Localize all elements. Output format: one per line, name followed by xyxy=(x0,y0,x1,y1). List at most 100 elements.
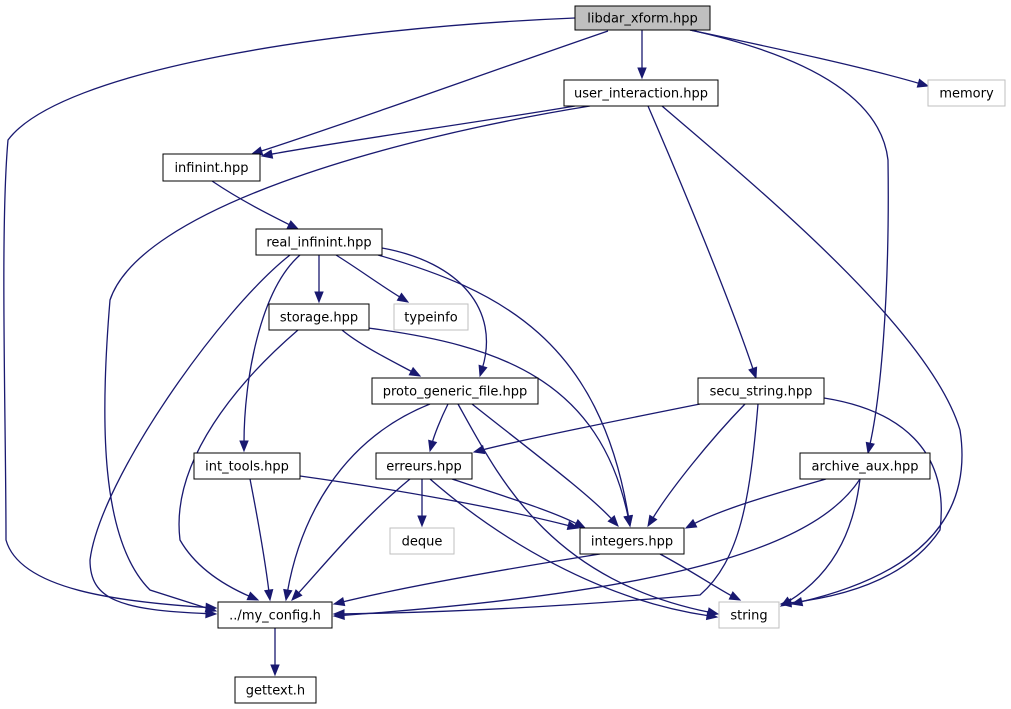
node-label: ../my_config.h xyxy=(229,609,321,624)
edge-libdar_xform-to-user_interaction xyxy=(637,30,647,80)
edge-real_infinint-to-typeinfo xyxy=(335,254,410,303)
edge-line xyxy=(299,475,571,527)
arrowhead-icon xyxy=(865,441,875,455)
node-label: string xyxy=(730,609,767,624)
node-label: gettext.h xyxy=(246,684,305,699)
edge-line xyxy=(451,478,579,525)
arrowhead-icon xyxy=(684,518,698,529)
arrowhead-icon xyxy=(705,610,719,621)
node-proto-generic-file[interactable]: proto_generic_file.hpp xyxy=(371,377,539,405)
arrowhead-icon xyxy=(417,515,427,528)
node-user-interaction[interactable]: user_interaction.hpp xyxy=(563,79,719,107)
edge-proto_generic_file-to-integers xyxy=(471,403,619,527)
edge-line xyxy=(457,403,711,614)
edge-line xyxy=(471,403,614,521)
edge-line xyxy=(269,105,576,156)
edge-proto_generic_file-to-my_config xyxy=(283,403,431,602)
edge-line xyxy=(689,29,889,446)
edge-line xyxy=(377,254,630,519)
arrowhead-icon xyxy=(428,439,438,453)
arrowhead-icon xyxy=(478,364,488,378)
node-libdar-xform[interactable]: libdar_xform.hpp xyxy=(574,5,711,31)
edge-my_config-to-gettext xyxy=(270,627,280,677)
edge-line xyxy=(335,254,402,299)
arrowhead-icon xyxy=(623,514,633,528)
arrowhead-icon xyxy=(728,591,742,601)
node-box xyxy=(255,228,383,256)
edge-line xyxy=(381,247,488,369)
edge-erreurs-to-integers xyxy=(451,478,587,529)
node-string: string xyxy=(718,601,780,629)
edge-line xyxy=(341,403,759,615)
node-box xyxy=(371,377,539,405)
edge-line xyxy=(429,478,710,617)
edge-line xyxy=(787,478,861,603)
edge-proto_generic_file-to-erreurs xyxy=(428,403,449,453)
edge-storage-to-proto_generic_file xyxy=(341,329,422,377)
edge-line xyxy=(243,254,301,444)
edge-line xyxy=(647,105,755,371)
arrowhead-icon xyxy=(264,589,274,602)
node-erreurs[interactable]: erreurs.hpp xyxy=(375,452,473,480)
edge-line xyxy=(481,403,701,451)
node-box xyxy=(697,377,825,405)
node-integers[interactable]: integers.hpp xyxy=(579,527,685,555)
edge-integers-to-my_config xyxy=(332,553,601,607)
edge-integers-to-string xyxy=(659,553,742,601)
arrowhead-icon xyxy=(748,366,758,380)
node-real-infinint[interactable]: real_infinint.hpp xyxy=(255,228,383,256)
arrowhead-icon xyxy=(270,664,280,677)
arrowhead-icon xyxy=(314,291,324,304)
edge-line xyxy=(659,553,734,598)
node-box xyxy=(217,601,333,629)
node-int-tools[interactable]: int_tools.hpp xyxy=(193,452,301,480)
arrowhead-icon xyxy=(916,78,930,88)
arrowhead-icon xyxy=(332,610,345,621)
node-box xyxy=(579,527,685,555)
edge-real_infinint-to-int_tools xyxy=(239,254,301,453)
edge-line xyxy=(341,553,601,603)
arrowhead-icon xyxy=(205,608,218,619)
edge-proto_generic_file-to-string xyxy=(457,403,720,617)
node-infinint[interactable]: infinint.hpp xyxy=(162,153,261,182)
node-box xyxy=(393,303,469,331)
arrowhead-icon xyxy=(246,591,260,601)
edge-line xyxy=(296,478,411,595)
node-label: deque xyxy=(402,535,443,550)
arrowhead-icon xyxy=(332,596,346,607)
arrowhead-icon xyxy=(283,588,293,602)
edge-erreurs-to-my_config xyxy=(291,478,411,601)
node-box xyxy=(927,79,1006,107)
edge-line xyxy=(788,397,942,604)
node-box xyxy=(375,452,473,480)
node-typeinfo: typeinfo xyxy=(393,303,469,331)
node-box xyxy=(193,452,301,480)
node-storage[interactable]: storage.hpp xyxy=(268,303,370,331)
node-archive-aux[interactable]: archive_aux.hpp xyxy=(799,452,931,480)
edge-line xyxy=(661,105,963,603)
edge-archive_aux-to-my_config xyxy=(332,478,861,621)
node-label: real_infinint.hpp xyxy=(266,236,371,251)
edge-erreurs-to-string xyxy=(429,478,719,621)
arrowhead-icon xyxy=(239,440,249,453)
node-my-config[interactable]: ../my_config.h xyxy=(217,601,333,629)
arrowhead-icon xyxy=(573,519,587,529)
edge-storage-to-my_config xyxy=(178,329,299,601)
node-label: int_tools.hpp xyxy=(205,460,289,475)
node-secu-string[interactable]: secu_string.hpp xyxy=(697,377,825,405)
arrowhead-icon xyxy=(260,149,274,159)
arrowhead-icon xyxy=(779,596,793,607)
edge-line xyxy=(651,403,746,520)
edge-secu_string-to-integers xyxy=(647,403,746,528)
node-gettext[interactable]: gettext.h xyxy=(234,676,317,704)
node-label: user_interaction.hpp xyxy=(574,87,708,102)
node-box xyxy=(162,153,261,182)
node-box xyxy=(799,452,931,480)
edge-line xyxy=(692,478,827,525)
node-box xyxy=(718,601,780,629)
edge-secu_string-to-erreurs xyxy=(472,403,701,455)
node-label: secu_string.hpp xyxy=(710,385,813,400)
edge-user_interaction-to-infinint xyxy=(260,105,576,159)
